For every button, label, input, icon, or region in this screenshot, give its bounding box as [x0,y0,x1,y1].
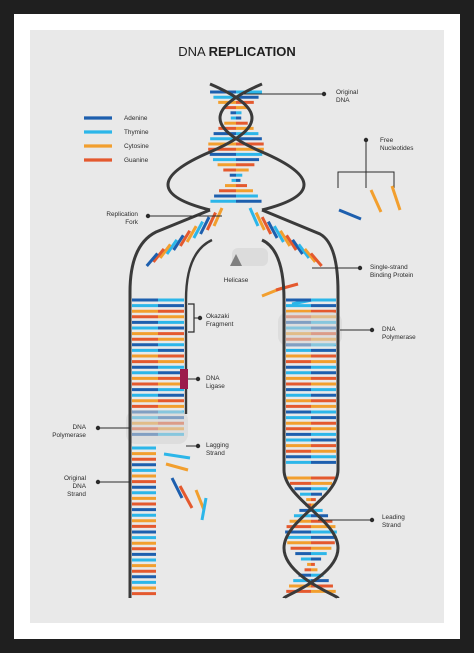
label-helicase: Helicase [224,277,249,284]
base-pair-right-arm [248,207,260,227]
dna-polymerase-left [126,410,188,444]
dot-dna-polymerase-left [95,425,101,431]
free-nucleotide-lagging [194,489,206,511]
base-pair-left-arm [165,238,179,255]
free-nucleotide-lagging [178,485,194,509]
original-dna-strand-left [128,208,211,598]
free-nucleotide-adenine [338,208,362,221]
base-pair-right-arm [291,238,304,255]
base-pair-right-arm [254,211,266,231]
dot-free-nucleotides [363,137,369,143]
base-pair-right-arm [297,243,311,259]
base-pair-right-arm [309,252,323,267]
dot-original-dna-strand [95,479,101,485]
free-nucleotide-cytosine-2 [390,185,402,211]
base-pair-left-arm [199,216,211,235]
base-pair-left-arm [179,229,192,247]
base-pair-left-arm [158,243,172,259]
dot-okazaki [197,315,203,321]
dot-original-dna [321,91,327,97]
free-nucleotides-group [337,140,402,221]
dot-dna-ligase [195,376,201,382]
base-pair-right-arm [260,216,273,235]
legend-label-adenine: Adenine [124,115,148,122]
free-nucleotide-lagging [163,452,191,460]
helicase-icon [230,254,242,266]
dna-polymerase-right [278,312,342,346]
free-nucleotide-fork [275,282,299,292]
base-pair-left-arm [205,211,217,231]
base-pair-left-arm [152,247,166,263]
backbones [128,82,340,600]
dot-lagging-strand [195,443,201,449]
free-nucleotide-cytosine-1 [369,189,383,213]
helicase-body [232,248,268,266]
free-nucleotide-lagging [200,497,208,521]
base-pair-left-arm [145,252,159,267]
lagging-template-strand [184,238,213,414]
base-pair-left-arm [192,220,204,239]
template-strand-right [261,208,340,312]
legend-label-guanine: Guanine [124,157,149,164]
dot-replication-fork [145,213,151,219]
dna-ligase-icon [180,369,188,389]
base-pair-right-arm [285,234,298,251]
base-pair-right-arm [266,220,279,239]
base-pair-right-arm [279,229,292,247]
base-pair-right-arm [303,247,317,263]
page-title: DNA REPLICATION [178,44,296,59]
leading-strand-backbone-b [282,312,340,600]
base-pair-left-arm [185,225,198,243]
original-helix-strand-b [218,82,306,212]
legend: Adenine Thymine Cytosine Guanine [84,115,149,164]
base-pair-left-arm [212,207,224,227]
dot-ssbp [357,265,363,271]
base-pair-left-arm [172,234,185,251]
original-helix-strand-a [166,82,254,212]
legend-label-thymine: Thymine [124,129,149,136]
base-pair-right-arm [273,225,285,243]
dot-dna-polymerase-right [369,327,375,333]
free-nucleotide-lagging [170,477,184,499]
dot-leading-strand [369,517,375,523]
free-nucleotide-lagging [165,462,189,472]
legend-label-cytosine: Cytosine [124,143,149,150]
